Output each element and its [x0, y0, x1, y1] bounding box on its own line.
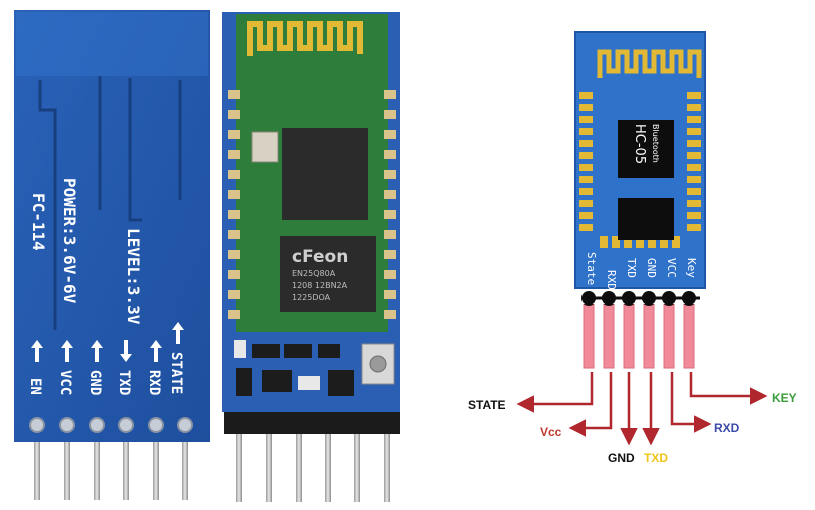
back-pin-label: EN [27, 378, 43, 395]
output-label-state: STATE [468, 398, 506, 412]
header-pin-label: VCC [665, 258, 678, 278]
front-main-chip [282, 128, 368, 220]
back-board-pads [29, 417, 193, 433]
pinout-diagram: HC-05 Bluetooth State RXD TXD GND VCC Ke… [468, 31, 797, 465]
flash-chip-line4: 1225DOA [292, 293, 331, 302]
flash-chip-line3: 1208 12BN2A [292, 281, 348, 290]
wire-state [516, 372, 594, 413]
back-board-pcb [14, 10, 210, 442]
back-board: FC-114 POWER:3.6V-6V LEVEL:3.3V EN VCC G… [14, 10, 210, 500]
back-level-label: LEVEL:3.3V [124, 228, 143, 325]
front-antenna [247, 21, 363, 56]
back-pin-labels: EN VCC GND TXD RXD STATE [27, 352, 184, 395]
hc05-chip-2 [618, 198, 674, 240]
flash-chip-line2: EN25Q80A [292, 269, 336, 278]
back-board-pins [34, 440, 188, 500]
hc05-header-pins [581, 290, 700, 369]
output-label-key: KEY [772, 391, 797, 405]
output-label-rxd: RXD [714, 421, 740, 435]
header-pin-label: State [585, 252, 598, 285]
back-pin-label: TXD [116, 370, 132, 395]
front-board: cFeon EN25Q80A 1208 12BN2A 1225DOA [222, 12, 400, 502]
wire-key [689, 372, 768, 405]
header-pin-label: TXD [625, 258, 638, 278]
front-side-pads [228, 90, 396, 319]
back-board-arrows [31, 322, 184, 362]
front-flash-chip [280, 236, 376, 312]
output-label-txd: TXD [644, 451, 668, 465]
hc05-side-pads [579, 92, 701, 248]
output-label-gnd: GND [608, 451, 635, 465]
back-model-label: FC-114 [29, 193, 48, 251]
hc05-antenna [597, 49, 702, 78]
front-board-pins [224, 408, 400, 502]
hc05-header-labels: State RXD TXD GND VCC Key [585, 252, 698, 290]
output-label-vcc: Vcc [540, 425, 562, 439]
hc05-subtitle-label: Bluetooth [651, 124, 660, 163]
back-pin-label: RXD [146, 370, 162, 395]
flash-chip-brand: cFeon [292, 247, 348, 267]
back-pin-label: VCC [57, 370, 73, 395]
header-pin-label: Key [685, 258, 698, 278]
header-pin-label: RXD [605, 270, 618, 290]
pinout-output-labels: STATE Vcc GND TXD RXD KEY [468, 391, 797, 465]
back-power-label: POWER:3.6V-6V [60, 178, 79, 304]
back-pin-label: GND [87, 370, 103, 395]
header-pin-label: GND [645, 258, 658, 278]
hc05-chip [618, 120, 674, 178]
wire-vcc [568, 372, 613, 437]
hc05-model-label: HC-05 [632, 124, 647, 164]
pinout-wires [516, 372, 768, 446]
back-pin-label: STATE [168, 352, 184, 394]
wire-rxd [670, 372, 712, 433]
